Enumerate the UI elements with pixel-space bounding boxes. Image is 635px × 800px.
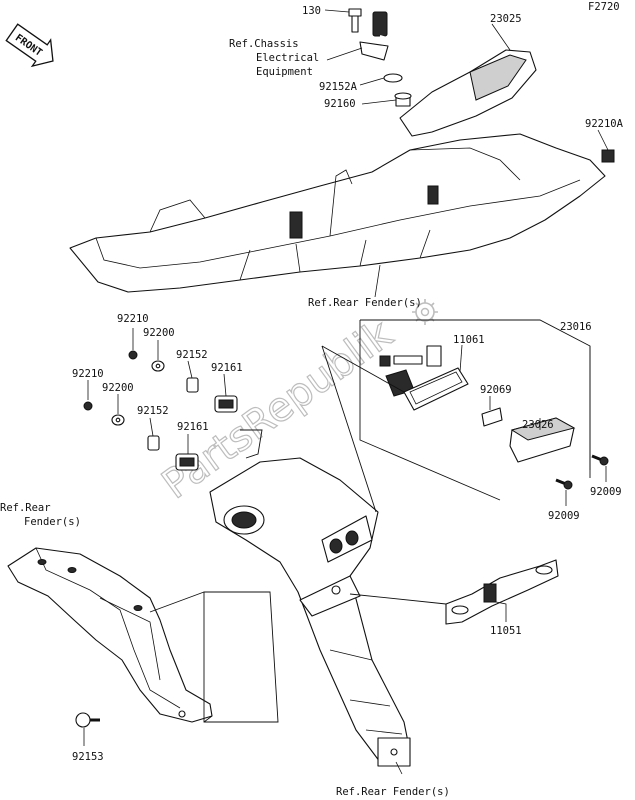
bracket-11051 <box>445 559 559 625</box>
label-130: 130 <box>302 5 321 17</box>
label-23016: 23016 <box>560 321 592 333</box>
figure-code: F2720 <box>588 1 620 13</box>
label-92152-a: 92152 <box>176 349 208 361</box>
clip-connector <box>359 41 389 61</box>
rear-fender-upper <box>69 133 606 293</box>
label-92069: 92069 <box>480 384 512 396</box>
plate-lamp-bracket <box>379 345 442 397</box>
part-labels: 130 23025 Ref.Chassis Electrical Equipme… <box>0 5 624 798</box>
label-92210A: 92210A <box>585 118 624 130</box>
label-ref-chassis-3: Equipment <box>256 66 313 78</box>
label-11061: 11061 <box>453 334 485 346</box>
label-11051: 11051 <box>490 625 522 637</box>
nut-92210-a <box>128 350 138 360</box>
grommet-92161-b <box>175 453 199 471</box>
screw-92009-a <box>591 454 609 466</box>
bolt-130 <box>348 8 362 33</box>
grommet-92160 <box>394 92 412 107</box>
label-92009-b: 92009 <box>548 510 580 522</box>
label-92200-b: 92200 <box>102 382 134 394</box>
license-plate-holder <box>209 457 411 767</box>
clip-92210A <box>601 149 615 163</box>
label-92152A: 92152A <box>319 81 358 93</box>
front-direction-badge: FRONT <box>5 23 54 68</box>
collar-92152-a <box>186 377 199 393</box>
label-ref-rear-left-2: Fender(s) <box>24 516 81 528</box>
label-92161-b: 92161 <box>177 421 209 433</box>
label-92152-b: 92152 <box>137 405 169 417</box>
label-ref-rear-left-1: Ref.Rear <box>0 502 51 514</box>
label-92210-a: 92210 <box>117 313 149 325</box>
label-ref-rear-fender-bottom: Ref.Rear Fender(s) <box>336 786 450 798</box>
label-23026: 23026 <box>522 419 554 431</box>
taillight-lens <box>469 54 527 101</box>
gasket-11061 <box>403 367 469 411</box>
label-92210-b: 92210 <box>72 368 104 380</box>
label-92160: 92160 <box>324 98 356 110</box>
clip-92069 <box>481 407 503 427</box>
label-ref-chassis-1: Ref.Chassis <box>229 38 299 50</box>
collar-92152A <box>383 73 403 83</box>
collar-92152-b <box>147 435 160 451</box>
grommet-92161-a <box>214 395 238 413</box>
label-92153: 92153 <box>72 751 104 763</box>
leader-lines <box>83 9 609 775</box>
callout-frames <box>149 319 591 723</box>
label-ref-rear-fender-top: Ref.Rear Fender(s) <box>308 297 422 309</box>
nut-92210-b <box>83 401 93 411</box>
label-92200-a: 92200 <box>143 327 175 339</box>
label-92161-a: 92161 <box>211 362 243 374</box>
label-ref-chassis-2: Electrical <box>256 52 319 64</box>
screw-92009-b <box>555 478 573 490</box>
label-23025: 23025 <box>490 13 522 25</box>
lens-23026 <box>509 417 576 463</box>
bolt-92153 <box>75 712 100 728</box>
wire-harness <box>372 11 471 63</box>
label-92009-a: 92009 <box>590 486 622 498</box>
rear-fender-lower <box>7 547 213 723</box>
